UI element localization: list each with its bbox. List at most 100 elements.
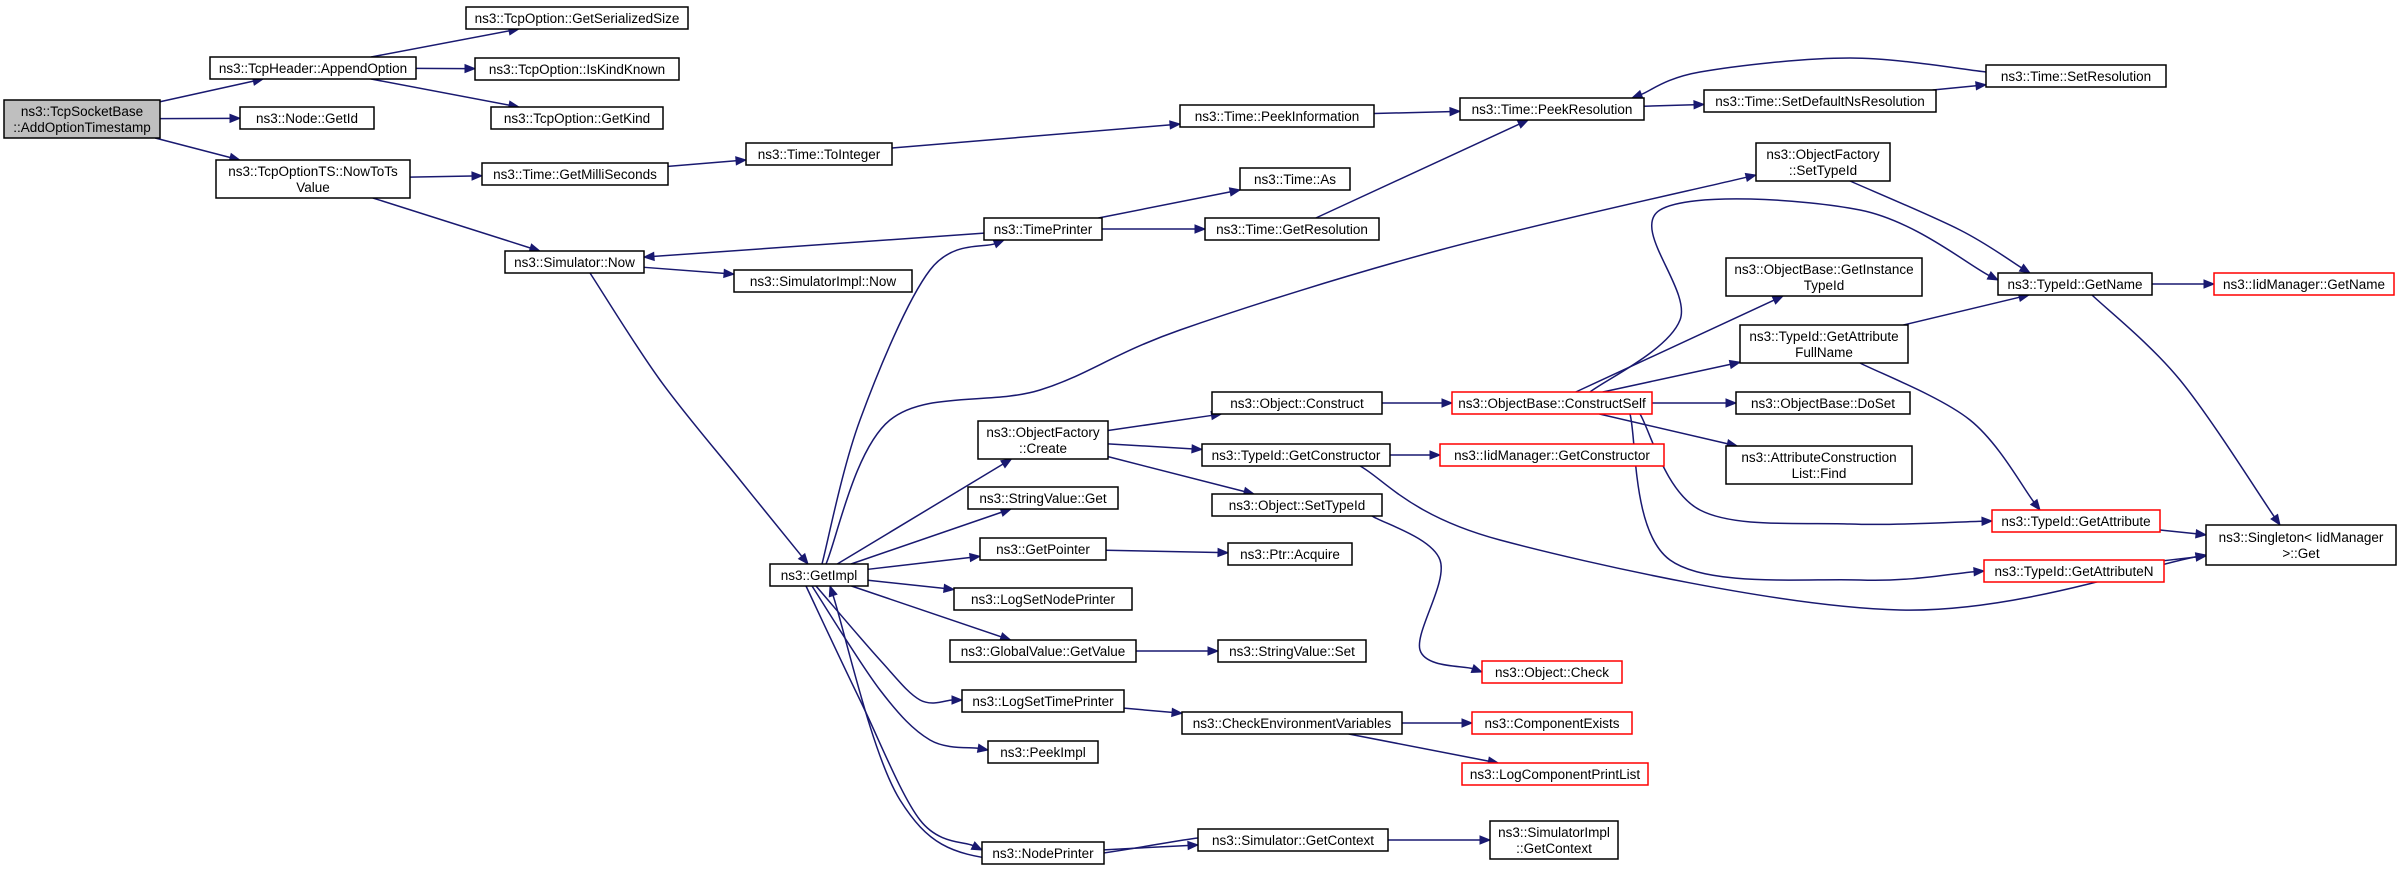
node-checkenvironmentvariables[interactable]: ns3::CheckEnvironmentVariables: [1181, 711, 1403, 735]
node-singleton-get[interactable]: ns3::Singleton< IidManager >::Get: [2205, 524, 2397, 566]
node-label: ns3::TypeId::GetName: [2007, 277, 2142, 292]
node-box: [1471, 711, 1633, 735]
node-label: ::Create: [1019, 441, 1067, 456]
call-edge-time-getresolution-to-time-peekresolution: [1315, 119, 1530, 219]
call-edge-timeprinter-to-time-getresolution: [1102, 224, 1207, 234]
node-logsettimeprinter[interactable]: ns3::LogSetTimePrinter: [961, 689, 1125, 713]
node-logsetnodeprinter[interactable]: ns3::LogSetNodePrinter: [953, 587, 1133, 611]
node-objectbase-constructself[interactable]: ns3::ObjectBase::ConstructSelf: [1451, 391, 1653, 415]
node-label: ns3::TypeId::GetAttribute: [1749, 329, 1898, 344]
node-iidmanager-getconstructor[interactable]: ns3::IidManager::GetConstructor: [1439, 443, 1665, 467]
node-stringvalue-get[interactable]: ns3::StringValue::Get: [967, 486, 1119, 510]
node-objectfactory-settypeid[interactable]: ns3::ObjectFactory::SetTypeId: [1755, 142, 1891, 182]
call-edge-object-construct-to-objectbase-constructself: [1382, 398, 1454, 408]
node-label: ::GetContext: [1516, 841, 1592, 856]
node-getpointer[interactable]: ns3::GetPointer: [979, 537, 1107, 561]
node-root[interactable]: ns3::TcpSocketBase::AddOptionTimestamp: [3, 99, 161, 139]
node-typeid-getattribute[interactable]: ns3::TypeId::GetAttribute: [1991, 509, 2161, 533]
node-tcpoption-getkind[interactable]: ns3::TcpOption::GetKind: [490, 106, 664, 130]
node-time-setresolution[interactable]: ns3::Time::SetResolution: [1985, 64, 2167, 88]
node-peekimpl[interactable]: ns3::PeekImpl: [987, 740, 1099, 764]
node-componentexists[interactable]: ns3::ComponentExists: [1471, 711, 1633, 735]
call-edge-typeid-getattributefullname-to-typeid-getname: [1903, 292, 2031, 326]
node-time-peekinformation[interactable]: ns3::Time::PeekInformation: [1179, 104, 1375, 128]
node-tcpoption-getserializedsize[interactable]: ns3::TcpOption::GetSerializedSize: [465, 6, 689, 30]
node-time-as[interactable]: ns3::Time::As: [1239, 167, 1351, 191]
node-label: >::Get: [2282, 546, 2319, 561]
node-box: [1703, 89, 1937, 113]
node-box: [977, 420, 1109, 460]
node-time-peekresolution[interactable]: ns3::Time::PeekResolution: [1459, 97, 1645, 121]
node-label: ns3::Time::As: [1254, 172, 1336, 187]
node-box: [490, 106, 664, 130]
node-object-construct[interactable]: ns3::Object::Construct: [1211, 391, 1383, 415]
node-box: [961, 689, 1125, 713]
node-box: [1997, 272, 2153, 296]
call-edge-time-peekinformation-to-time-peekresolution: [1373, 106, 1462, 117]
call-edge-getimpl-to-objectfactory-create: [836, 458, 1013, 565]
node-box: [1211, 391, 1383, 415]
node-globalvalue-getvalue[interactable]: ns3::GlobalValue::GetValue: [949, 639, 1137, 663]
node-label: ns3::SimulatorImpl: [1498, 825, 1610, 840]
node-time-setdefaultnsresolution[interactable]: ns3::Time::SetDefaultNsResolution: [1703, 89, 1937, 113]
node-objectbase-doset[interactable]: ns3::ObjectBase::DoSet: [1735, 391, 1911, 415]
node-box: [1725, 257, 1923, 297]
call-edge-getimpl-to-getpointer: [867, 552, 982, 571]
call-edge-root-to-node-getid: [159, 113, 242, 124]
node-typeid-getname[interactable]: ns3::TypeId::GetName: [1997, 272, 2153, 296]
node-label: TypeId: [1804, 278, 1845, 293]
call-edge-typeid-getconstructor-to-iidmanager-getconstructor: [1390, 450, 1442, 460]
node-timeprinter[interactable]: ns3::TimePrinter: [983, 217, 1103, 241]
node-box: [1489, 820, 1619, 860]
node-node-getid[interactable]: ns3::Node::GetId: [239, 106, 375, 130]
node-label: ns3::Object::SetTypeId: [1229, 498, 1366, 513]
node-typeid-getattributen[interactable]: ns3::TypeId::GetAttributeN: [1983, 559, 2165, 583]
node-nodeprinter[interactable]: ns3::NodePrinter: [981, 841, 1105, 865]
node-box: [474, 57, 680, 81]
node-iidmanager-getname[interactable]: ns3::IidManager::GetName: [2213, 272, 2395, 296]
call-edge-timeprinter-to-time-as: [1098, 187, 1242, 219]
node-object-settypeid[interactable]: ns3::Object::SetTypeId: [1211, 493, 1383, 517]
node-tcpoption-iskindknown[interactable]: ns3::TcpOption::IsKindKnown: [474, 57, 680, 81]
node-time-getresolution[interactable]: ns3::Time::GetResolution: [1204, 217, 1380, 241]
node-stringvalue-set[interactable]: ns3::StringValue::Set: [1217, 639, 1367, 663]
node-box: [215, 159, 411, 199]
node-label: ns3::GetImpl: [781, 568, 858, 583]
node-box: [1451, 391, 1653, 415]
call-edge-object-settypeid-to-object-check: [1371, 515, 1484, 673]
call-edge-root-to-tcpheader-appendoption: [159, 76, 265, 103]
node-getimpl[interactable]: ns3::GetImpl: [769, 563, 869, 587]
node-objectfactory-create[interactable]: ns3::ObjectFactory::Create: [977, 420, 1109, 460]
node-box: [1197, 828, 1389, 852]
node-ptr-acquire[interactable]: ns3::Ptr::Acquire: [1227, 542, 1353, 566]
call-edge-checkenvironmentvariables-to-logcomponentprintlist: [1348, 733, 1500, 766]
node-label: ::AddOptionTimestamp: [13, 120, 151, 135]
node-label: ns3::TypeId::GetAttribute: [2001, 514, 2150, 529]
node-box: [1227, 542, 1353, 566]
call-edge-typeid-getattributefullname-to-typeid-getattribute: [1859, 362, 2041, 512]
node-label: ns3::Node::GetId: [256, 111, 358, 126]
node-label: ns3::StringValue::Get: [979, 491, 1107, 506]
node-simulator-now[interactable]: ns3::Simulator::Now: [504, 250, 645, 274]
node-simulatorimpl-getcontext[interactable]: ns3::SimulatorImpl::GetContext: [1489, 820, 1619, 860]
node-simulator-getcontext[interactable]: ns3::Simulator::GetContext: [1197, 828, 1389, 852]
node-typeid-getconstructor[interactable]: ns3::TypeId::GetConstructor: [1201, 443, 1391, 467]
node-label: ns3::GetPointer: [996, 542, 1090, 557]
node-time-getmilliseconds[interactable]: ns3::Time::GetMilliSeconds: [481, 162, 669, 186]
node-logcomponentprintlist[interactable]: ns3::LogComponentPrintList: [1461, 762, 1649, 786]
node-label: ns3::ObjectFactory: [986, 425, 1100, 440]
node-simulatorimpl-now[interactable]: ns3::SimulatorImpl::Now: [733, 269, 913, 293]
node-label: ns3::Ptr::Acquire: [1240, 547, 1340, 562]
node-label: ns3::Time::GetMilliSeconds: [493, 167, 657, 182]
node-time-tointeger[interactable]: ns3::Time::ToInteger: [745, 142, 893, 166]
node-label: ns3::TimePrinter: [994, 222, 1093, 237]
call-edge-simulator-now-to-simulatorimpl-now: [643, 266, 736, 279]
node-object-check[interactable]: ns3::Object::Check: [1481, 660, 1623, 684]
node-tcpheader-appendoption[interactable]: ns3::TcpHeader::AppendOption: [209, 56, 417, 80]
node-label: ns3::Object::Construct: [1230, 396, 1364, 411]
